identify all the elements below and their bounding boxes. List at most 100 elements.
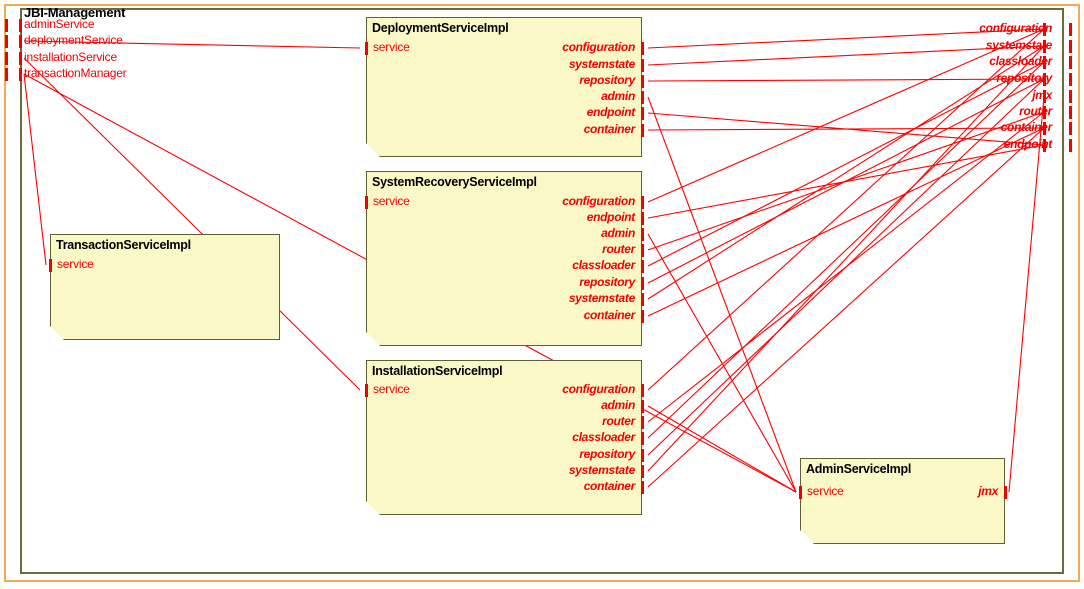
composite-service-port-installationService[interactable] xyxy=(18,51,22,65)
composite-frame-outer xyxy=(4,4,1080,582)
composite-reference-label: systemstate xyxy=(985,38,1052,52)
component-reference-port-deployment-repository[interactable] xyxy=(640,74,644,88)
component-reference-label-systemrecovery-classloader: classloader xyxy=(572,258,635,272)
component-installation[interactable] xyxy=(366,360,642,515)
composite-reference-label: repository xyxy=(996,71,1052,85)
composite-service-port-outer-adminService[interactable] xyxy=(4,18,8,32)
component-service-label-installation-service: service xyxy=(373,382,410,396)
composite-reference-port-router[interactable] xyxy=(1042,105,1046,119)
component-reference-port-installation-admin[interactable] xyxy=(640,399,644,413)
component-service-port-installation-service[interactable] xyxy=(364,383,368,397)
composite-reference-port-outer-configuration[interactable] xyxy=(1068,22,1072,36)
composite-reference-label: endpoint xyxy=(1003,137,1053,151)
component-title-installation: InstallationServiceImpl xyxy=(372,364,503,378)
component-reference-port-deployment-container[interactable] xyxy=(640,123,644,137)
component-reference-port-systemrecovery-admin[interactable] xyxy=(640,227,644,241)
component-reference-label-deployment-repository: repository xyxy=(579,73,635,87)
composite-service-label: deploymentService xyxy=(24,33,123,47)
component-service-label-transaction-service: service xyxy=(57,257,94,271)
composite-reference-label: router xyxy=(1019,104,1052,118)
component-systemrecovery[interactable] xyxy=(366,171,642,346)
composite-reference-label: jmx xyxy=(1032,88,1052,102)
composite-reference-label: classloader xyxy=(989,54,1052,68)
component-reference-label-systemrecovery-router: router xyxy=(602,242,635,256)
composite-service-label: transactionManager xyxy=(24,66,127,80)
component-reference-port-admin-jmx[interactable] xyxy=(1003,485,1007,499)
composite-service-port-outer-transactionManager[interactable] xyxy=(4,67,8,81)
composite-reference-port-outer-container[interactable] xyxy=(1068,121,1072,135)
component-reference-port-deployment-endpoint[interactable] xyxy=(640,106,644,120)
component-title-deployment: DeploymentServiceImpl xyxy=(372,21,509,35)
component-reference-port-systemrecovery-classloader[interactable] xyxy=(640,259,644,273)
composite-reference-port-configuration[interactable] xyxy=(1042,22,1046,36)
composite-reference-label: configuration xyxy=(979,21,1052,35)
component-reference-label-systemrecovery-endpoint: endpoint xyxy=(586,210,636,224)
composite-reference-port-systemstate[interactable] xyxy=(1042,39,1046,53)
component-transaction[interactable] xyxy=(50,234,280,340)
component-reference-label-admin-jmx: jmx xyxy=(978,484,998,498)
component-reference-port-systemrecovery-endpoint[interactable] xyxy=(640,211,644,225)
component-title-systemrecovery: SystemRecoveryServiceImpl xyxy=(372,175,537,189)
component-service-label-systemrecovery-service: service xyxy=(373,194,410,208)
component-title-admin: AdminServiceImpl xyxy=(806,462,912,476)
component-service-label-admin-service: service xyxy=(807,484,844,498)
component-reference-label-systemrecovery-repository: repository xyxy=(579,275,635,289)
component-reference-port-deployment-systemstate[interactable] xyxy=(640,58,644,72)
composite-reference-port-classloader[interactable] xyxy=(1042,55,1046,69)
composite-reference-port-outer-endpoint[interactable] xyxy=(1068,138,1072,152)
component-reference-port-systemrecovery-router[interactable] xyxy=(640,243,644,257)
composite-title: JBI-Management xyxy=(24,5,126,20)
component-reference-port-installation-container[interactable] xyxy=(640,480,644,494)
composite-reference-port-outer-jmx[interactable] xyxy=(1068,89,1072,103)
composite-reference-port-outer-systemstate[interactable] xyxy=(1068,39,1072,53)
component-service-label-deployment-service: service xyxy=(373,40,410,54)
component-admin[interactable] xyxy=(800,458,1005,544)
component-service-port-systemrecovery-service[interactable] xyxy=(364,195,368,209)
composite-reference-port-outer-router[interactable] xyxy=(1068,105,1072,119)
component-reference-label-systemrecovery-configuration: configuration xyxy=(562,194,635,208)
component-service-port-admin-service[interactable] xyxy=(798,485,802,499)
composite-service-port-adminService[interactable] xyxy=(18,18,22,32)
composite-frame-inner xyxy=(20,8,1064,574)
component-reference-label-installation-systemstate: systemstate xyxy=(568,463,635,477)
component-service-port-deployment-service[interactable] xyxy=(364,41,368,55)
composite-reference-port-jmx[interactable] xyxy=(1042,89,1046,103)
composite-reference-port-outer-repository[interactable] xyxy=(1068,72,1072,86)
component-reference-label-installation-router: router xyxy=(602,414,635,428)
component-reference-port-installation-repository[interactable] xyxy=(640,448,644,462)
component-reference-port-systemrecovery-container[interactable] xyxy=(640,309,644,323)
component-deployment[interactable] xyxy=(366,17,642,157)
component-reference-port-deployment-configuration[interactable] xyxy=(640,41,644,55)
composite-service-port-outer-installationService[interactable] xyxy=(4,51,8,65)
component-reference-label-deployment-systemstate: systemstate xyxy=(568,57,635,71)
component-reference-port-deployment-admin[interactable] xyxy=(640,90,644,104)
component-reference-label-installation-repository: repository xyxy=(579,447,635,461)
composite-reference-port-container[interactable] xyxy=(1042,121,1046,135)
component-reference-port-installation-configuration[interactable] xyxy=(640,383,644,397)
component-service-port-transaction-service[interactable] xyxy=(48,258,52,272)
component-reference-port-installation-systemstate[interactable] xyxy=(640,464,644,478)
composite-service-label: adminService xyxy=(24,17,95,31)
component-reference-label-systemrecovery-admin: admin xyxy=(601,226,635,240)
component-reference-label-deployment-container: container xyxy=(583,122,636,136)
component-reference-label-deployment-admin: admin xyxy=(601,89,635,103)
composite-reference-port-outer-classloader[interactable] xyxy=(1068,55,1072,69)
composite-service-port-transactionManager[interactable] xyxy=(18,67,22,81)
component-reference-port-systemrecovery-repository[interactable] xyxy=(640,276,644,290)
component-reference-port-installation-classloader[interactable] xyxy=(640,431,644,445)
component-reference-label-installation-container: container xyxy=(583,479,636,493)
component-reference-label-systemrecovery-container: container xyxy=(583,308,636,322)
component-reference-port-installation-router[interactable] xyxy=(640,415,644,429)
component-reference-label-systemrecovery-systemstate: systemstate xyxy=(568,291,635,305)
component-reference-port-systemrecovery-configuration[interactable] xyxy=(640,195,644,209)
composite-service-port-outer-deploymentService[interactable] xyxy=(4,34,8,48)
composite-reference-port-repository[interactable] xyxy=(1042,72,1046,86)
component-reference-label-deployment-configuration: configuration xyxy=(562,40,635,54)
component-reference-port-systemrecovery-systemstate[interactable] xyxy=(640,292,644,306)
composite-reference-label: container xyxy=(1000,120,1053,134)
composite-service-port-deploymentService[interactable] xyxy=(18,34,22,48)
component-reference-label-deployment-endpoint: endpoint xyxy=(586,105,636,119)
composite-reference-port-endpoint[interactable] xyxy=(1042,138,1046,152)
